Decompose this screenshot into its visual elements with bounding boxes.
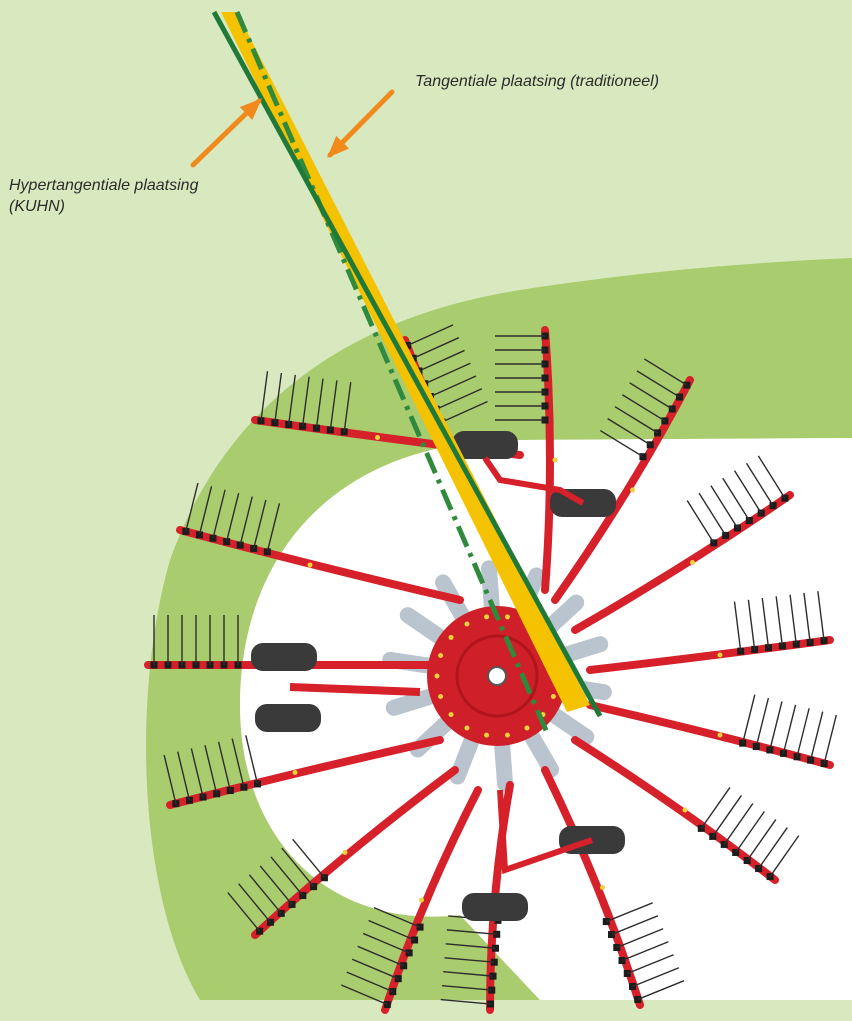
hub-bolt <box>505 733 510 738</box>
wheel-icon <box>255 704 321 732</box>
hub-bolt <box>484 733 489 738</box>
rotor-axle <box>488 667 506 685</box>
arm-bolt <box>553 458 558 463</box>
arm-bolt <box>690 560 695 565</box>
hub-bolt <box>525 725 530 730</box>
hub-bolt <box>484 614 489 619</box>
hub-bolt <box>465 725 470 730</box>
hypertangential-label-line1: Hypertangentiale plaatsing <box>9 175 198 196</box>
wheel-bracket <box>290 687 420 692</box>
arm-bolt <box>600 885 605 890</box>
hub-bolt <box>465 622 470 627</box>
hub-bolt <box>438 653 443 658</box>
hub-bolt <box>438 694 443 699</box>
hub-bolt <box>505 614 510 619</box>
wheel-icon <box>462 893 528 921</box>
hub-bolt <box>449 712 454 717</box>
arm-bolt <box>343 850 348 855</box>
arm-bolt <box>683 808 688 813</box>
arm-bolt <box>419 898 424 903</box>
hypertangential-label: Hypertangentiale plaatsing (KUHN) <box>9 175 198 217</box>
arm-bolt <box>293 770 298 775</box>
arm-bolt <box>630 488 635 493</box>
hub-bolt <box>449 635 454 640</box>
arm-bolt <box>375 435 380 440</box>
arm-bolt <box>718 733 723 738</box>
hub-bolt <box>551 694 556 699</box>
wheel-icon <box>251 643 317 671</box>
tangential-label: Tangentiale plaatsing (traditioneel) <box>415 71 659 92</box>
arm-bolt <box>718 653 723 658</box>
hub-bolt <box>435 674 440 679</box>
hypertangential-label-line2: (KUHN) <box>9 196 198 217</box>
arm-bolt <box>308 563 313 568</box>
